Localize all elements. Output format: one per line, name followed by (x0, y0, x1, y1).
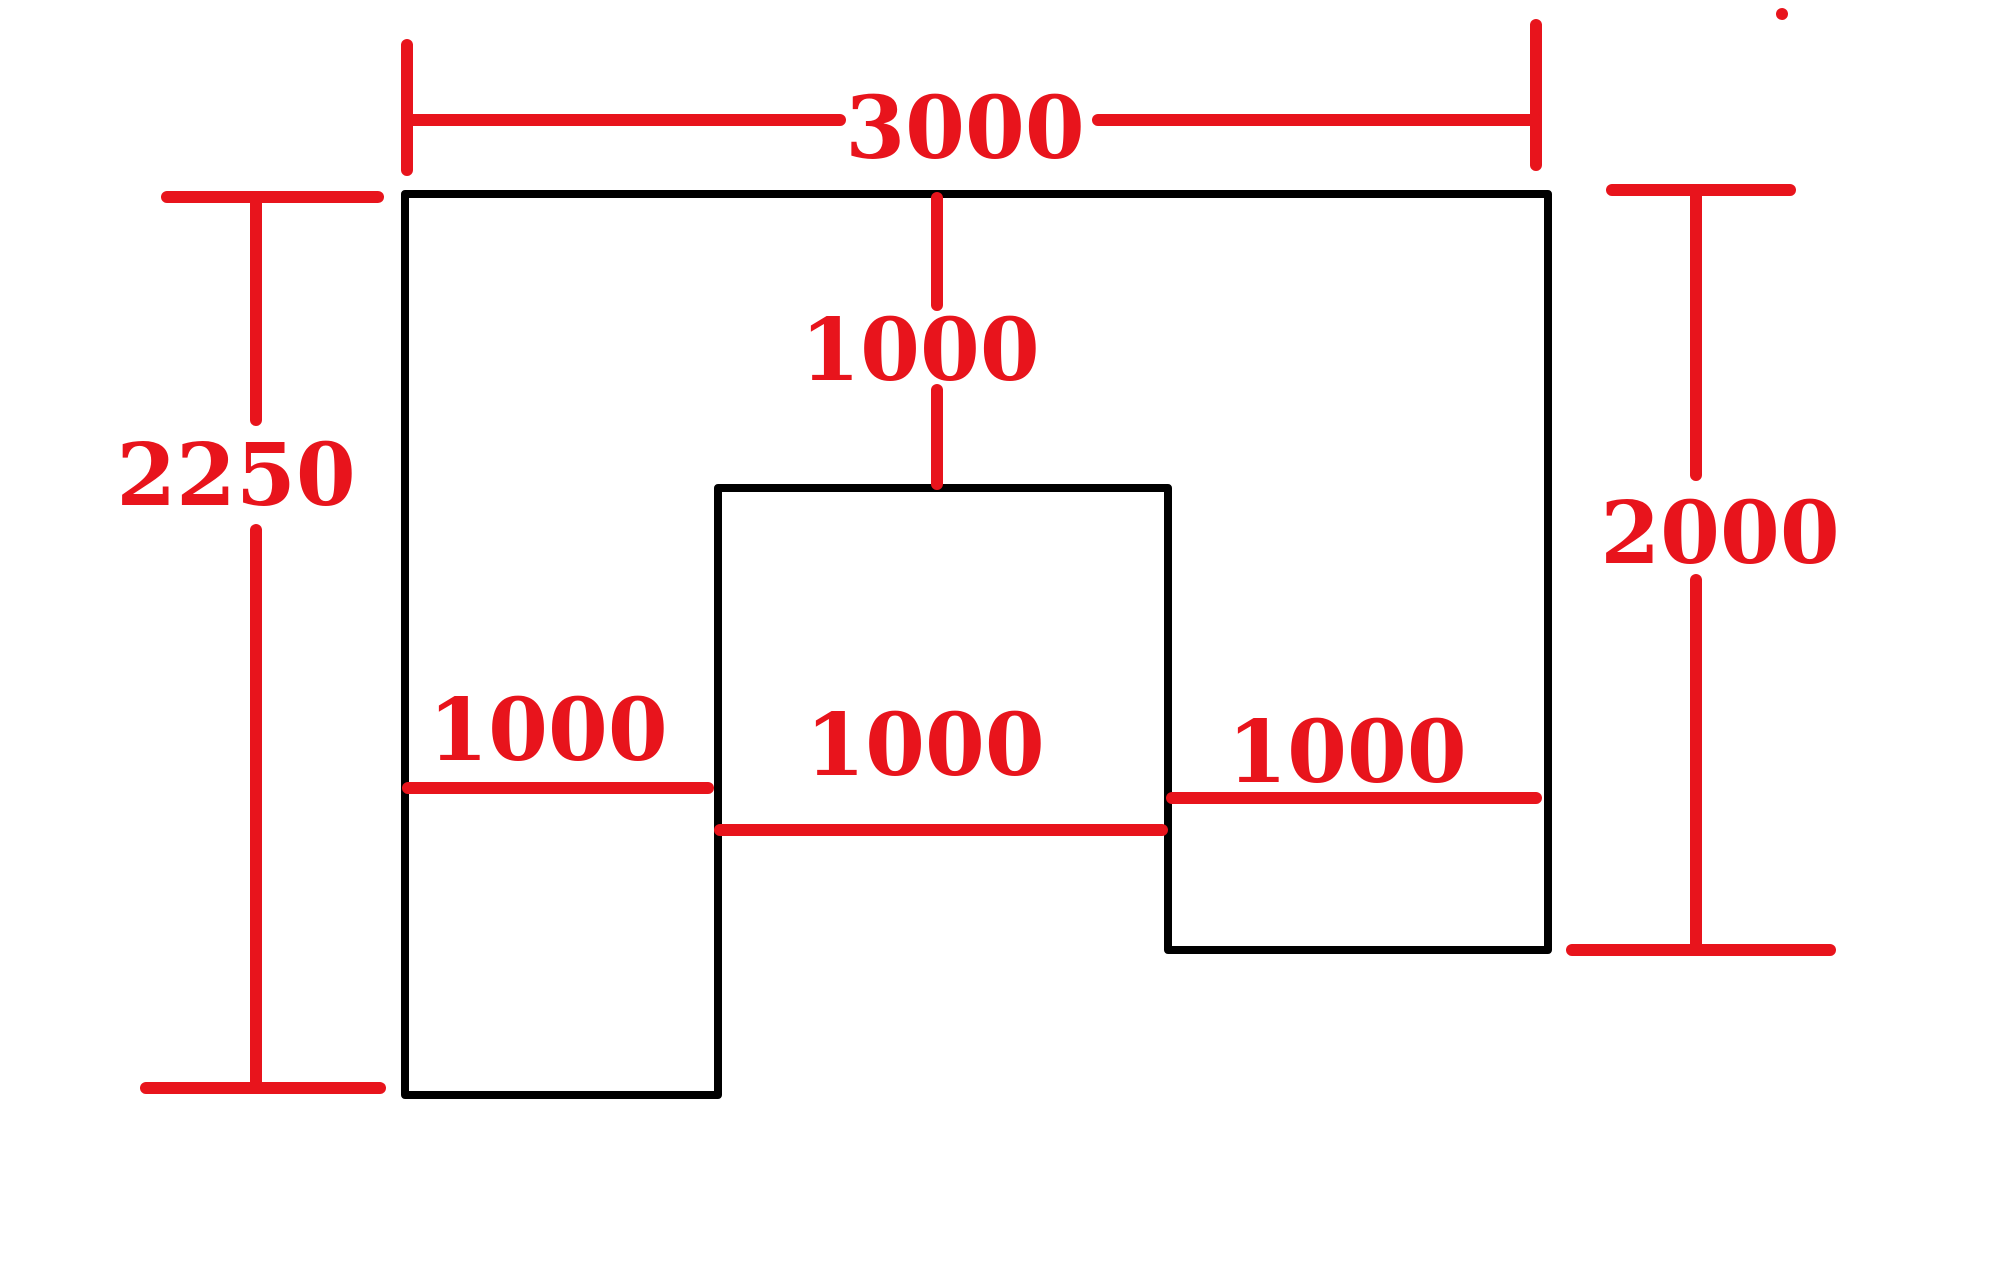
dim-right-leg-width-label: 1000 (1227, 702, 1466, 803)
dim-left-leg-width-label: 1000 (428, 680, 667, 781)
dim-notch-width-label: 1000 (805, 695, 1044, 796)
stray-dot (1776, 8, 1788, 20)
shape-outline (401, 190, 1552, 1099)
dim-left-leg-width: 1000 (402, 680, 714, 794)
dim-right-height-label: 2000 (1600, 483, 1839, 584)
dim-notch-depth-label: 1000 (800, 300, 1039, 401)
dim-right-height: 2000 (1566, 184, 1840, 956)
dim-overall-width-label: 3000 (845, 78, 1084, 179)
dim-notch-depth: 1000 (800, 192, 1040, 490)
dim-right-leg-width: 1000 (1166, 702, 1542, 804)
dim-left-height: 2250 (116, 191, 386, 1094)
dim-notch-width: 1000 (714, 695, 1168, 836)
dim-left-height-label: 2250 (116, 425, 355, 526)
dim-overall-width: 3000 (401, 19, 1542, 179)
